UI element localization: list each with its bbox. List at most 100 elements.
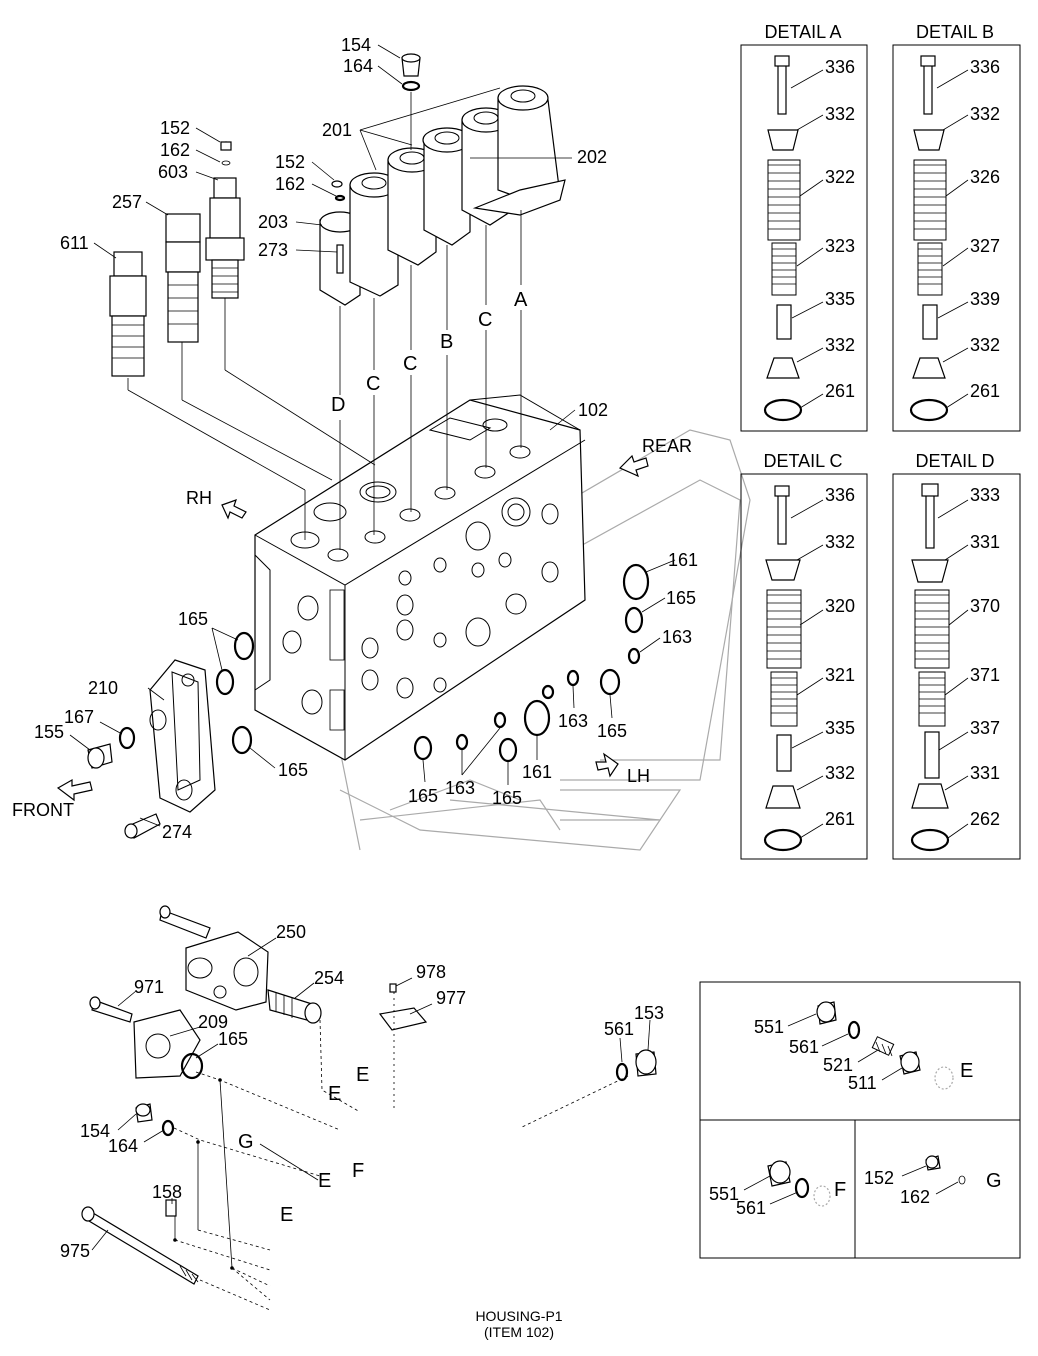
part-label: 337 <box>970 718 1000 738</box>
footer-subtitle: (ITEM 102) <box>483 1324 554 1340</box>
part-label: 336 <box>825 485 855 505</box>
part-label: 320 <box>825 596 855 616</box>
detail-a-title: DETAIL A <box>764 22 841 42</box>
part-label: 163 <box>445 778 475 798</box>
part-label: 335 <box>825 718 855 738</box>
detail-b-title: DETAIL B <box>916 22 994 42</box>
part-label: 336 <box>825 57 855 77</box>
part-label: 154 <box>341 35 371 55</box>
part-label: 164 <box>343 56 373 76</box>
part-label: 603 <box>158 162 188 182</box>
part-label: 161 <box>522 762 552 782</box>
part-label: 153 <box>634 1003 664 1023</box>
part-label: 321 <box>825 665 855 685</box>
part-label: 333 <box>970 485 1000 505</box>
part-label: 332 <box>970 335 1000 355</box>
part-label: 323 <box>825 236 855 256</box>
part-label: C <box>366 373 380 395</box>
part-label: 332 <box>825 335 855 355</box>
part-label: 209 <box>198 1012 228 1032</box>
detail-c-title: DETAIL C <box>763 451 842 471</box>
part-label: 561 <box>789 1037 819 1057</box>
part-label: E <box>318 1170 331 1192</box>
part-label: G <box>238 1131 254 1153</box>
part-label: 261 <box>825 381 855 401</box>
part-label: 165 <box>178 609 208 629</box>
leader-lines <box>69 44 676 827</box>
part-label: 163 <box>662 627 692 647</box>
part-label: 210 <box>88 678 118 698</box>
part-label: 203 <box>258 212 288 232</box>
part-label: 155 <box>34 722 64 742</box>
part-label: E <box>960 1060 973 1082</box>
rh-arrow-icon <box>221 499 247 520</box>
footer-title: HOUSING-P1 <box>475 1308 563 1324</box>
part-label: F <box>834 1179 846 1201</box>
lh-label: LH <box>627 766 650 786</box>
part-label: 977 <box>436 988 466 1008</box>
part-label: 162 <box>900 1187 930 1207</box>
part-label: 561 <box>736 1198 766 1218</box>
direction-arrows <box>56 454 649 802</box>
part-label: F <box>352 1160 364 1182</box>
front-arrow-icon <box>56 778 93 802</box>
detail-b-box: DETAIL B 336 332 326 327 339 332 261 <box>892 22 1021 432</box>
part-label: 611 <box>60 233 89 253</box>
part-label: 262 <box>970 809 1000 829</box>
cover-210 <box>87 659 216 839</box>
part-label: C <box>403 353 417 375</box>
part-label: 327 <box>970 236 1000 256</box>
top-parts <box>109 53 421 377</box>
part-label: 971 <box>134 977 164 997</box>
part-label: 370 <box>970 596 1000 616</box>
housing-102 <box>254 394 586 761</box>
part-label: 335 <box>825 289 855 309</box>
spool-caps <box>319 85 566 306</box>
part-label: 257 <box>112 192 142 212</box>
part-label: 331 <box>970 532 1000 552</box>
part-label: D <box>331 394 345 416</box>
part-label: 102 <box>578 400 608 420</box>
part-label: 167 <box>64 707 94 727</box>
part-label: 978 <box>416 962 446 982</box>
spring-inner <box>771 242 797 296</box>
part-label: 332 <box>825 763 855 783</box>
rear-label: REAR <box>642 436 692 456</box>
detail-e-f-g-boxes: 551 561 521 511 E 551 561 F 152 162 G <box>699 981 1021 1259</box>
part-label: 162 <box>160 140 190 160</box>
part-label: 336 <box>970 57 1000 77</box>
part-label: A <box>514 289 528 311</box>
part-label: 165 <box>218 1029 248 1049</box>
detail-d-title: DETAIL D <box>915 451 994 471</box>
part-label: 165 <box>492 788 522 808</box>
part-label: 202 <box>577 147 607 167</box>
rear-arrow-icon <box>618 454 649 478</box>
housing-seals <box>118 563 650 763</box>
detail-d-box: DETAIL D 333 331 370 371 337 331 262 <box>892 451 1021 860</box>
front-label: FRONT <box>12 800 74 820</box>
part-label: C <box>478 309 492 331</box>
part-label: 163 <box>558 711 588 731</box>
part-label: 161 <box>668 550 698 570</box>
part-label: 158 <box>152 1182 182 1202</box>
rh-label: RH <box>186 488 212 508</box>
part-label: 975 <box>60 1241 90 1261</box>
part-label: 164 <box>108 1136 138 1156</box>
part-label: 551 <box>709 1184 739 1204</box>
part-label: 332 <box>825 532 855 552</box>
part-label: 250 <box>276 922 306 942</box>
part-label: 152 <box>864 1168 894 1188</box>
part-label: 165 <box>597 721 627 741</box>
part-label: 561 <box>604 1019 634 1039</box>
part-label: 165 <box>278 760 308 780</box>
part-label: E <box>356 1064 369 1086</box>
part-label: 254 <box>314 968 344 988</box>
part-label: 371 <box>970 665 1000 685</box>
part-label: 201 <box>322 120 352 140</box>
part-label: 521 <box>823 1055 853 1075</box>
part-label: 322 <box>825 167 855 187</box>
part-label: 274 <box>162 822 192 842</box>
part-label: 273 <box>258 240 288 260</box>
part-label: G <box>986 1170 1002 1192</box>
